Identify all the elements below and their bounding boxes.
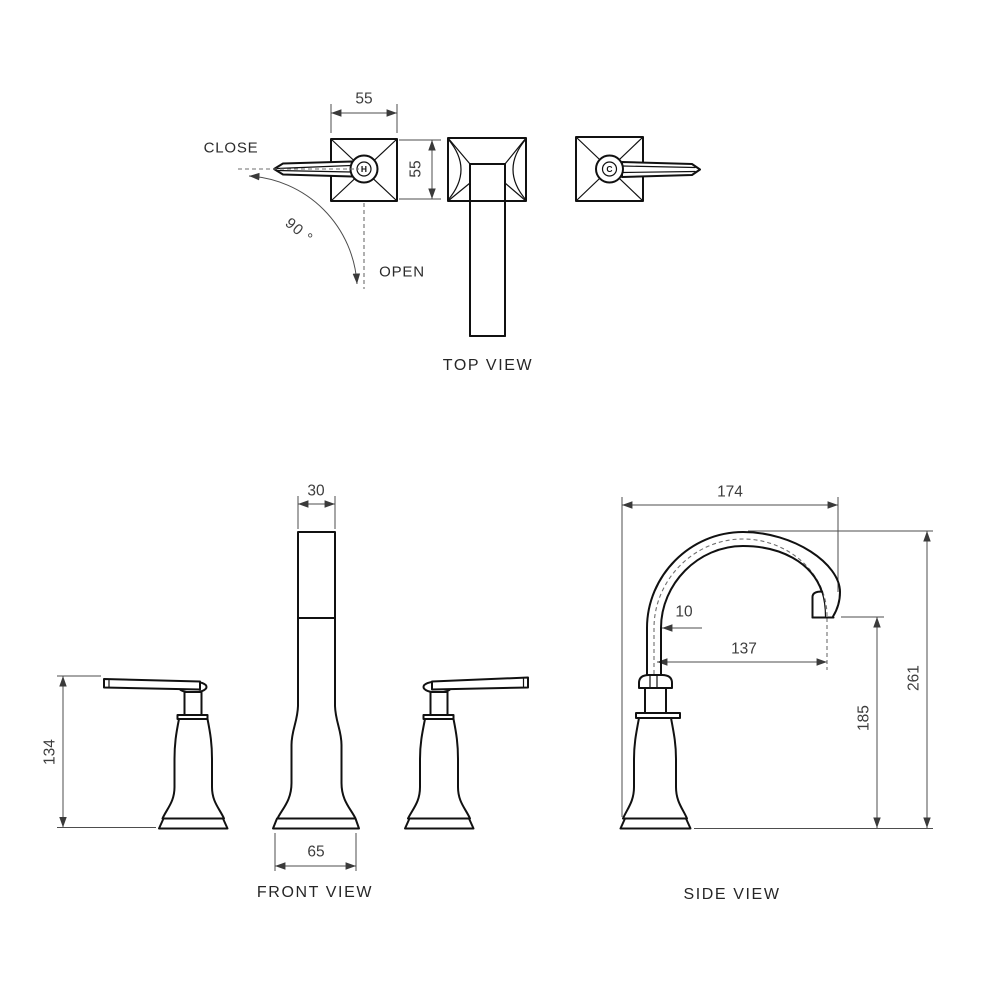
top-view-title: TOP VIEW	[442, 357, 534, 374]
top-view-cold-handle	[575, 136, 701, 202]
dim-174	[621, 497, 839, 817]
side-view-title: SIDE VIEW	[683, 886, 781, 903]
front-view-right-handle	[404, 676, 529, 830]
dim-label-total-height: 261	[905, 665, 923, 691]
spout-outlet	[811, 590, 835, 619]
side-view-spout	[646, 531, 841, 816]
side-view-handle	[619, 674, 692, 830]
front-left-lever	[103, 678, 201, 691]
dim-185	[841, 616, 884, 828]
cold-indicator-letter: C	[606, 163, 613, 174]
top-view-spout	[447, 137, 527, 337]
hot-lever	[273, 160, 353, 178]
open-close-annotation	[238, 168, 365, 289]
front-view-spout	[272, 531, 360, 830]
front-view-group	[57, 496, 529, 871]
close-label: CLOSE	[203, 139, 259, 157]
side-lever-end	[638, 674, 673, 689]
hot-indicator-letter: H	[360, 163, 368, 174]
open-label: OPEN	[379, 263, 425, 281]
dim-label-handle-depth: 55	[407, 160, 425, 178]
dim-label-base-width: 65	[307, 843, 325, 861]
dim-55-depth	[399, 139, 441, 200]
top-view-hot-handle	[273, 138, 398, 202]
dim-30	[297, 496, 336, 529]
dim-label-pipe-offset: 10	[675, 603, 693, 621]
dim-label-handle-height: 134	[41, 739, 59, 765]
dim-label-spout-width: 30	[307, 482, 325, 500]
dim-134	[57, 675, 156, 828]
top-view-group	[238, 104, 701, 337]
dim-label-spout-reach: 137	[731, 640, 757, 658]
dim-label-handle-width: 55	[355, 90, 373, 108]
front-view-title: FRONT VIEW	[256, 884, 374, 901]
dim-55-width	[330, 104, 398, 133]
dim-65	[274, 833, 357, 871]
dim-label-overall-reach: 174	[717, 483, 743, 501]
front-right-lever	[431, 676, 529, 691]
side-view-group	[619, 497, 933, 830]
dim-label-outlet-height: 185	[855, 705, 873, 731]
dim-261	[748, 530, 933, 828]
front-view-left-handle	[103, 678, 229, 830]
cold-lever	[621, 161, 701, 178]
